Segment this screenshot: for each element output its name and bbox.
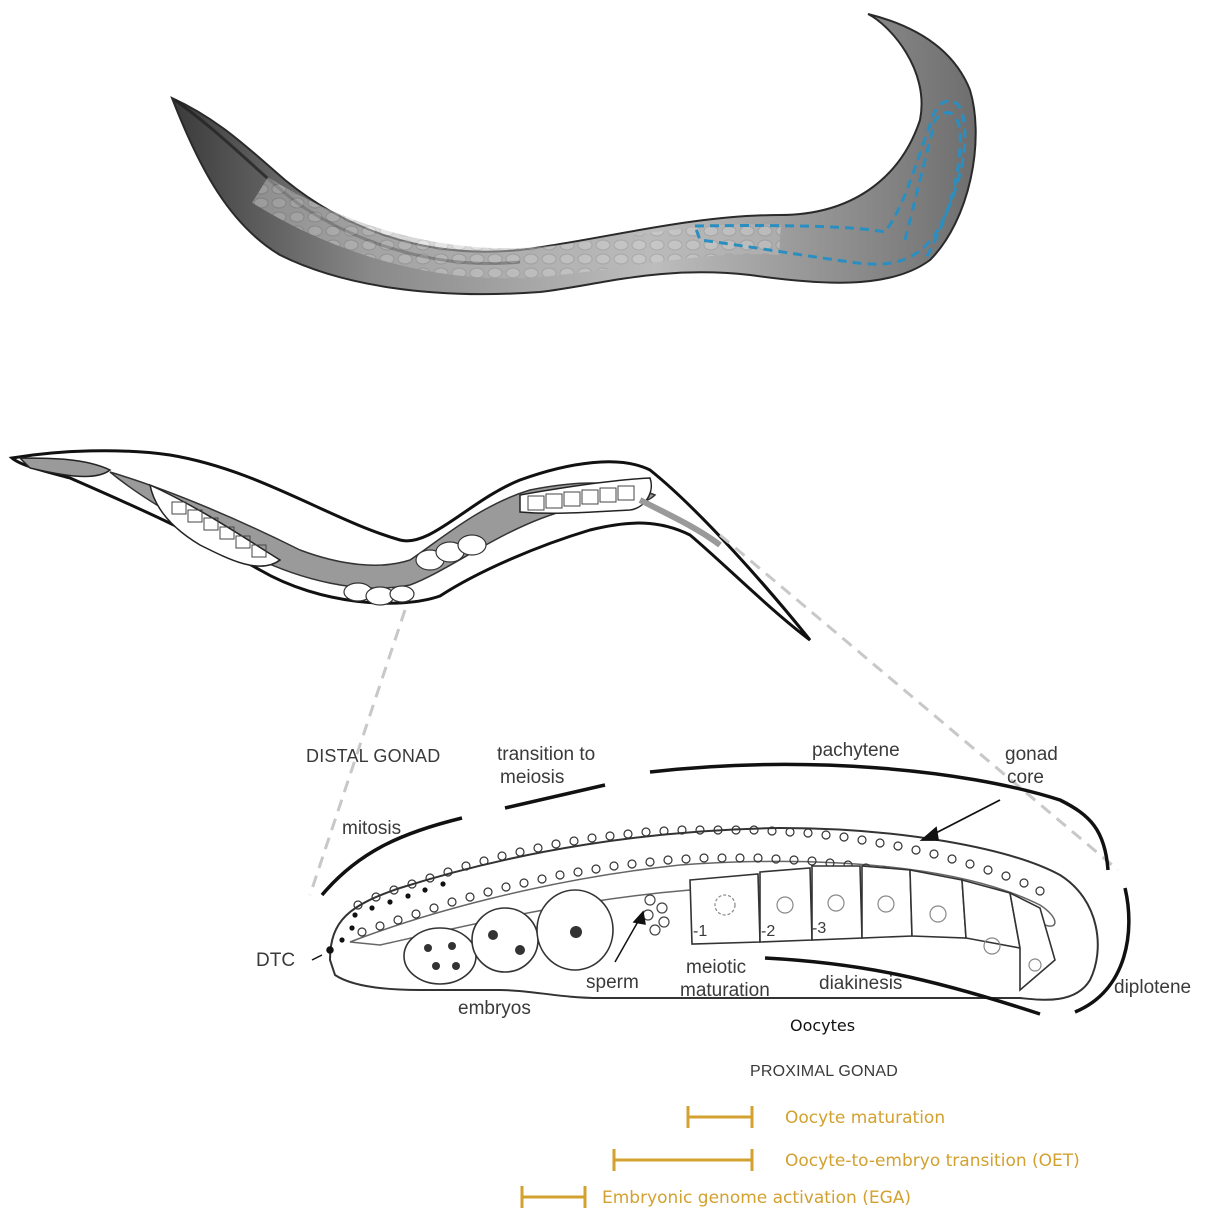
label-sperm: sperm [586,972,639,994]
legend-oet: Oocyte-to-embryo transition (OET) [785,1151,1080,1171]
label-oocyte-minus1: -1 [693,921,707,943]
label-transition-line2: meiosis [500,767,564,789]
label-oocyte-minus2: -2 [761,921,775,943]
label-embryos: embryos [458,998,531,1020]
legend-oocyte-maturation: Oocyte maturation [785,1108,945,1128]
label-transition-line1: transition to [497,744,595,766]
label-meiotic-line1: meiotic [686,957,746,979]
label-gonad-core-line2: core [1007,767,1044,789]
label-gonad-core-line1: gonad [1005,744,1058,766]
label-distal-gonad: DISTAL GONAD [306,745,440,767]
worm-micrograph [172,14,976,294]
label-proximal-gonad: PROXIMAL GONAD [750,1061,898,1083]
label-dtc: DTC [256,950,295,972]
label-oocyte-minus3: -3 [812,918,826,940]
label-diplotene: diplotene [1114,977,1191,999]
label-diakinesis: diakinesis [819,973,902,995]
label-pachytene: pachytene [812,740,900,762]
label-mitosis: mitosis [342,818,401,840]
label-meiotic-line2: maturation [680,980,770,1002]
label-oocytes: Oocytes [790,1016,855,1035]
worm-schematic [12,451,810,640]
legend-ega: Embryonic genome activation (EGA) [602,1188,911,1208]
